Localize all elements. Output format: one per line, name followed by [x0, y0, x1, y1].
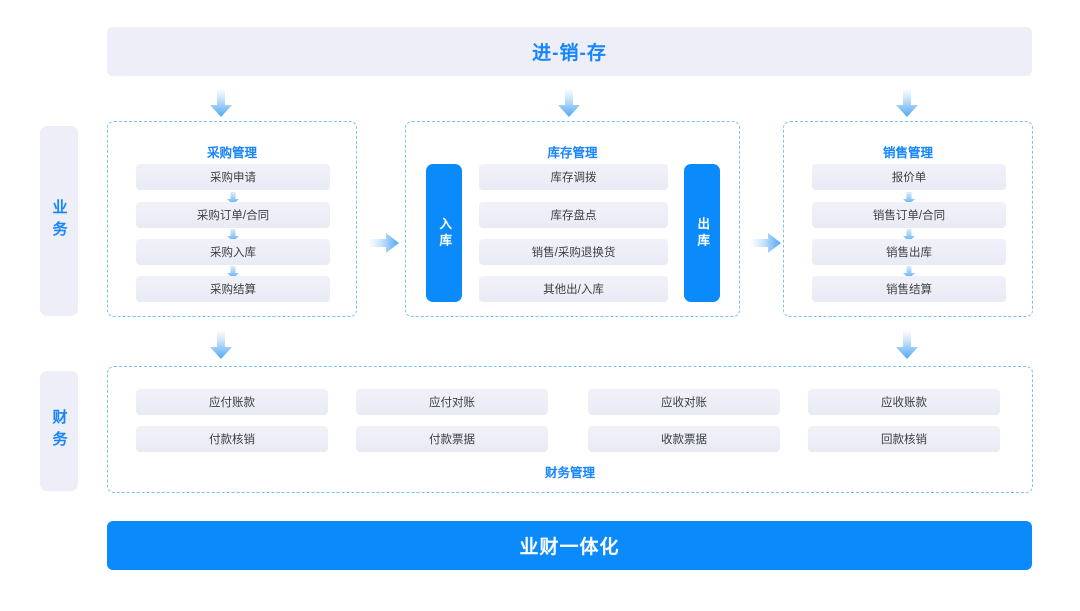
- rail-business: 业务: [40, 126, 78, 316]
- arrow-mini-down-icon: [902, 266, 916, 279]
- arrow-mini-down-icon: [902, 229, 916, 242]
- list-item[interactable]: 回款核销: [808, 426, 1000, 452]
- list-item[interactable]: 应收账款: [808, 389, 1000, 415]
- section-purchase: 采购管理 采购申请 采购订单/合同 采购入库 采购结算: [107, 121, 357, 317]
- list-item[interactable]: 销售结算: [812, 276, 1006, 302]
- outbound-bar-label: 出库: [695, 216, 710, 250]
- section-inventory: 库存管理 入库 出库 库存调拨 库存盘点 销售/采购退换货 其他出/入库: [405, 121, 740, 317]
- arrow-down-icon: [208, 88, 234, 118]
- arrow-down-icon: [208, 330, 234, 360]
- list-item[interactable]: 库存调拨: [479, 164, 668, 190]
- list-item[interactable]: 采购结算: [136, 276, 330, 302]
- list-item[interactable]: 销售出库: [812, 239, 1006, 265]
- list-item[interactable]: 采购申请: [136, 164, 330, 190]
- list-item[interactable]: 库存盘点: [479, 202, 668, 228]
- outbound-bar[interactable]: 出库: [684, 164, 720, 302]
- list-item[interactable]: 采购入库: [136, 239, 330, 265]
- rail-finance: 财务: [40, 371, 78, 491]
- section-finance-title: 财务管理: [544, 466, 595, 480]
- list-item[interactable]: 销售/采购退换货: [479, 239, 668, 265]
- list-item[interactable]: 付款票据: [356, 426, 548, 452]
- list-item[interactable]: 采购订单/合同: [136, 202, 330, 228]
- arrow-down-icon: [894, 88, 920, 118]
- list-item[interactable]: 销售订单/合同: [812, 202, 1006, 228]
- arrow-mini-down-icon: [226, 229, 240, 242]
- arrow-mini-down-icon: [902, 192, 916, 205]
- list-item[interactable]: 应收对账: [588, 389, 780, 415]
- arrow-right-icon: [368, 231, 400, 255]
- rail-finance-label: 财务: [50, 409, 68, 453]
- arrow-down-icon: [894, 330, 920, 360]
- inbound-bar-label: 入库: [437, 216, 452, 250]
- top-banner-title: 进-销-存: [532, 43, 607, 64]
- bottom-banner-title: 业财一体化: [519, 537, 620, 558]
- list-item[interactable]: 其他出/入库: [479, 276, 668, 302]
- section-purchase-title: 采购管理: [206, 146, 257, 160]
- top-banner: 进-销-存: [107, 27, 1032, 76]
- arrow-right-icon: [750, 231, 782, 255]
- section-sales-title: 销售管理: [882, 146, 933, 160]
- arrow-mini-down-icon: [226, 192, 240, 205]
- list-item[interactable]: 应付账款: [136, 389, 328, 415]
- list-item[interactable]: 报价单: [812, 164, 1006, 190]
- section-inventory-title: 库存管理: [547, 146, 598, 160]
- arrow-mini-down-icon: [226, 266, 240, 279]
- bottom-banner: 业财一体化: [107, 521, 1032, 570]
- inbound-bar[interactable]: 入库: [426, 164, 462, 302]
- rail-business-label: 业务: [50, 199, 68, 243]
- section-finance: 应付账款 应付对账 应收对账 应收账款 付款核销 付款票据 收款票据 回款核销 …: [107, 366, 1033, 493]
- list-item[interactable]: 付款核销: [136, 426, 328, 452]
- list-item[interactable]: 应付对账: [356, 389, 548, 415]
- arrow-down-icon: [556, 88, 582, 118]
- section-sales: 销售管理 报价单 销售订单/合同 销售出库 销售结算: [783, 121, 1033, 317]
- list-item[interactable]: 收款票据: [588, 426, 780, 452]
